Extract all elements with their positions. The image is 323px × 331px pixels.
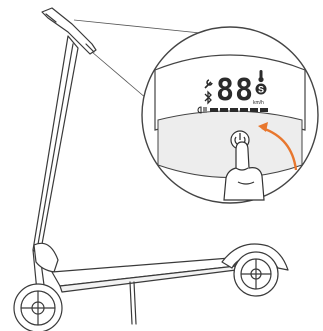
battery-segment: [260, 108, 268, 112]
speed-digits: 88: [216, 73, 254, 108]
battery-segment: [210, 108, 218, 112]
mode-letter: S: [258, 85, 264, 95]
speed-unit: km/h: [253, 100, 264, 106]
rear-wheel: [234, 252, 278, 296]
battery-segment: [250, 108, 258, 112]
front-wheel: [14, 284, 62, 331]
battery-segment: [240, 108, 248, 112]
mode-indicator: S: [256, 84, 267, 95]
battery-segment: [230, 108, 238, 112]
battery-segment: [220, 108, 228, 112]
